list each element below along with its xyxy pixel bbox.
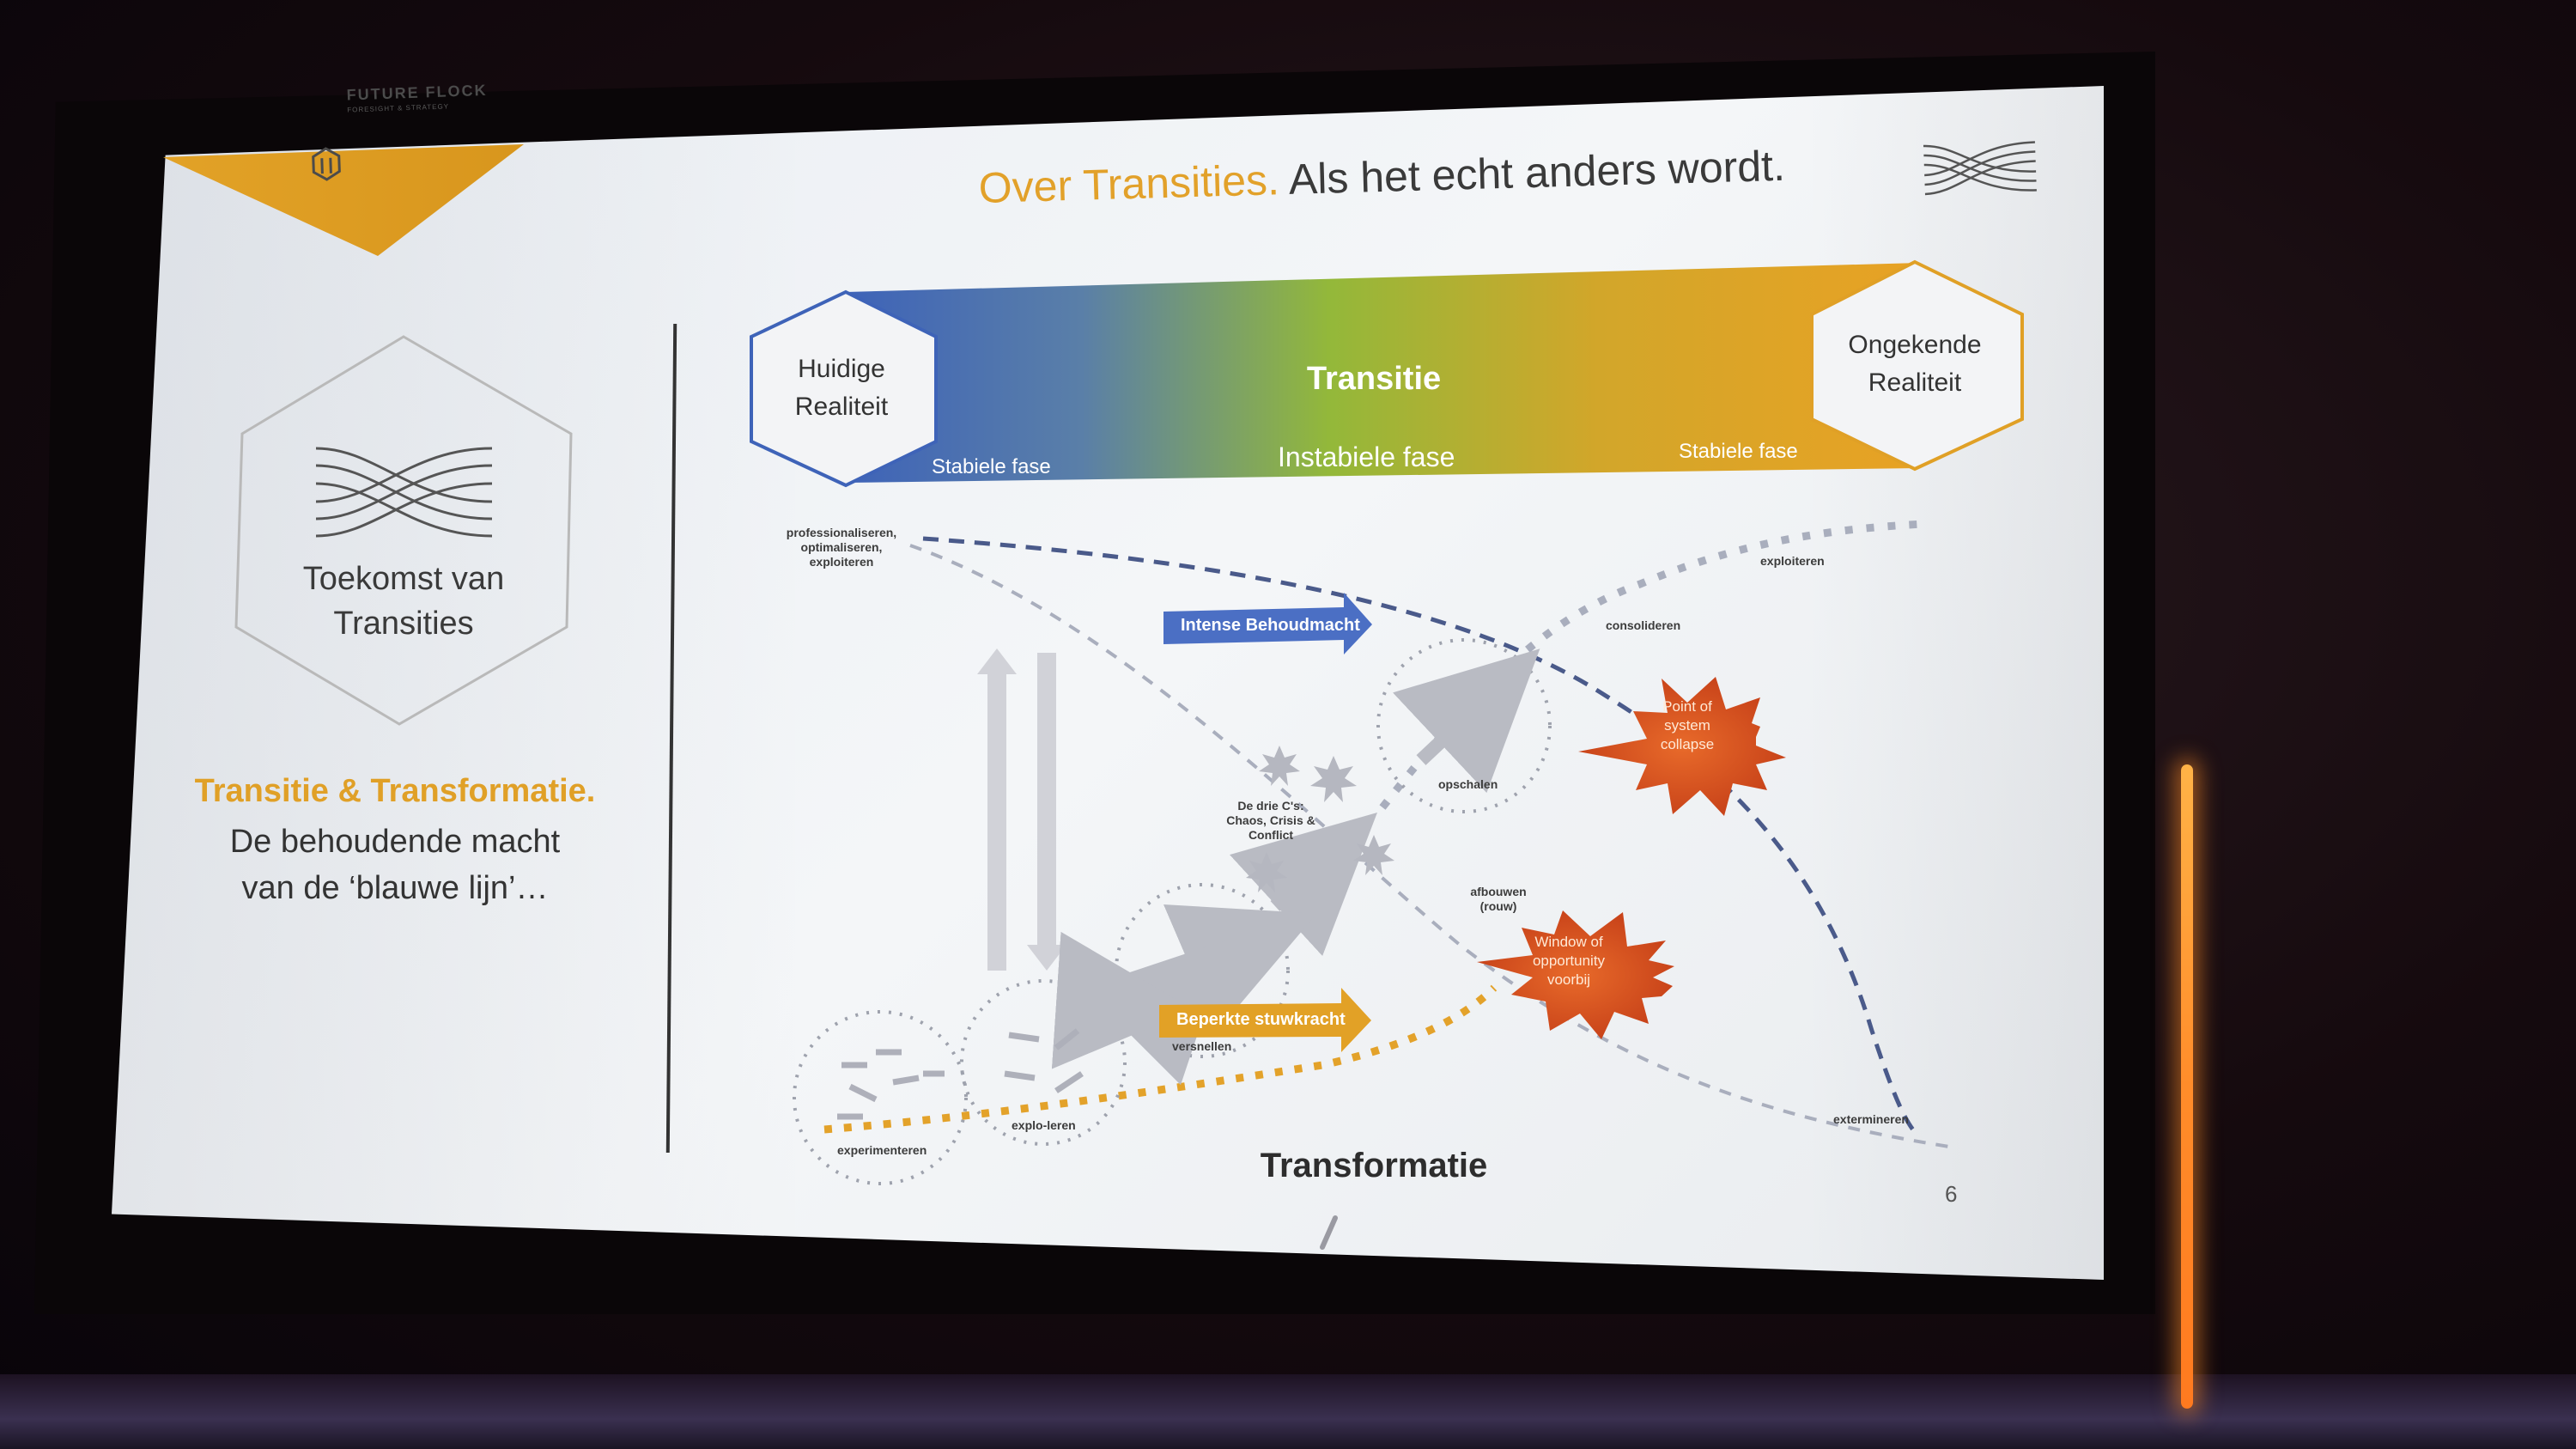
top-left-note-line1: professionaliseren, [786, 526, 897, 539]
circle-experimenteren [793, 1010, 968, 1185]
burst-window-line1: Window of [1534, 934, 1603, 950]
hexagon-waves-icon [315, 447, 493, 538]
logo-ribbon [163, 144, 524, 256]
blue-arrow-shape [1163, 593, 1372, 654]
left-body-line1: De behoudende macht [229, 824, 561, 860]
orange-arrow-label: Beperkte stuwkracht [1176, 1010, 1346, 1029]
logo-icon [312, 147, 341, 181]
burst-system-collapse [1578, 677, 1786, 816]
current-reality-label: Huidige Realiteit [760, 350, 923, 426]
burst-window-line2: opportunity [1532, 953, 1606, 969]
burst-window-line3: voorbij [1546, 971, 1591, 988]
left-hexagon-label-line1: Toekomst van [302, 561, 505, 597]
orange-line [823, 984, 1498, 1134]
current-reality-line2: Realiteit [794, 393, 889, 421]
top-left-note: professionaliseren, optimaliseren, explo… [786, 526, 897, 569]
unknown-reality-line1: Ongekende [1848, 331, 1982, 359]
diagram-footer-title: Transformatie [1260, 1147, 1488, 1184]
phase-unstable: Instabiele fase [1278, 441, 1455, 472]
title-accent: Over Transities. [978, 155, 1280, 212]
growth-arrows [1051, 648, 1540, 1086]
drie-cs-line1: De drie C's: [1237, 799, 1304, 813]
burst-collapse-line1: Point of [1662, 698, 1712, 715]
blue-arrow-label: Intense Behoudmacht [1181, 616, 1360, 635]
burst-window-text: Window of opportunity voorbij [1513, 933, 1625, 989]
hexagon-current-reality [750, 289, 938, 488]
label-afbouwen: afbouwen (rouw) [1464, 885, 1533, 914]
afbouwen-line1: afbouwen [1470, 885, 1527, 898]
pen-mark [1320, 1215, 1338, 1250]
band-title: Transitie [1306, 361, 1442, 397]
label-extermineren: extermineren [1833, 1112, 1909, 1126]
label-experimenteren: experimenteren [837, 1143, 927, 1157]
left-hexagon-label-line2: Transities [333, 606, 474, 642]
label-exploreren: explo-leren [1012, 1118, 1076, 1132]
burst-window-opportunity [1477, 910, 1674, 1039]
phase-stable-right: Stabiele fase [1679, 440, 1798, 463]
small-dash-arrows [837, 1028, 1084, 1120]
burst-collapse-line3: collapse [1660, 736, 1715, 752]
burst-collapse-text: Point of system collapse [1631, 697, 1743, 754]
label-opschalen: opschalen [1438, 777, 1498, 791]
phase-stable-left: Stabiele fase [932, 455, 1051, 478]
top-left-note-line3: exploiteren [809, 555, 874, 569]
label-drie-cs: De drie C's: Chaos, Crisis & Conflict [1219, 799, 1322, 843]
label-versnellen: versnellen [1172, 1039, 1232, 1053]
left-hexagon-label: Toekomst van Transities [258, 557, 550, 646]
burst-collapse-line2: system [1664, 717, 1710, 734]
orange-arrow-shape [1159, 988, 1371, 1052]
label-consolideren: consolideren [1606, 618, 1681, 632]
left-body-line2: van de ‘blauwe lijn’… [241, 870, 549, 906]
unknown-reality-label: Ongekende Realiteit [1807, 326, 2022, 402]
current-reality-line1: Huidige [798, 355, 885, 383]
vertical-arrows [977, 648, 1066, 971]
unknown-reality-line2: Realiteit [1868, 368, 1962, 397]
label-exploiteren: exploiteren [1760, 554, 1825, 568]
hexagon-unknown-reality [1810, 259, 2024, 472]
page-number: 6 [1945, 1181, 1958, 1207]
transition-band [846, 263, 1919, 483]
stage-floor [0, 1374, 2576, 1449]
left-heading: Transitie & Transformatie. [194, 773, 596, 809]
drie-cs-line2: Chaos, Crisis & [1226, 813, 1315, 827]
grey-decline-line [909, 544, 1950, 1148]
left-hexagon [234, 335, 573, 726]
stage-light-strip [2181, 764, 2193, 1409]
chaos-stars [1246, 746, 1394, 892]
left-body: De behoudende macht van de ‘blauwe lijn’… [172, 819, 618, 911]
circle-opschalen [1376, 638, 1552, 813]
afbouwen-line2: (rouw) [1479, 899, 1517, 913]
waves-icon [1923, 141, 2037, 196]
top-left-note-line2: optimaliseren, [800, 540, 883, 554]
grey-rise-line [1379, 520, 1924, 810]
drie-cs-line3: Conflict [1248, 828, 1294, 842]
